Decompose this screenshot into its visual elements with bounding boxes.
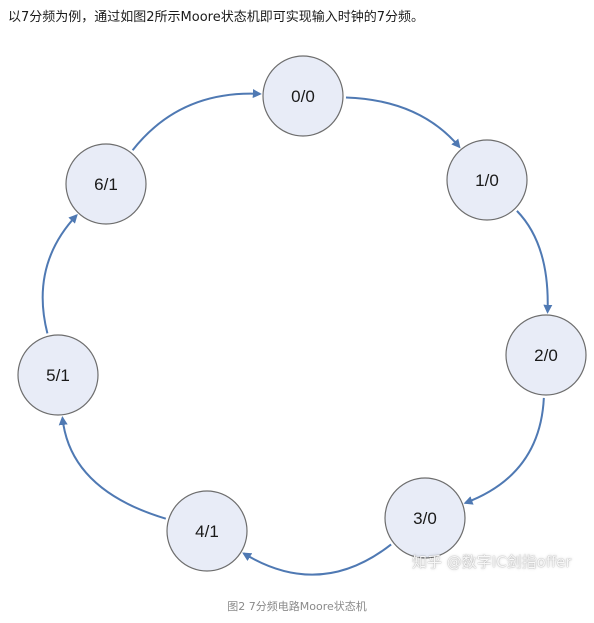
state-node-s6: 6/1 [65,143,147,225]
transition-arrow-s5-to-s6 [41,214,78,334]
watermark: 知乎 @数字IC剑指offer [412,553,572,571]
state-node-s2: 2/0 [505,314,587,396]
state-label: 6/1 [94,175,118,194]
state-label: 0/0 [291,87,315,106]
state-circle [446,139,528,221]
transition-arrow-s4-to-s5 [58,415,167,520]
state-label: 3/0 [413,509,437,528]
state-circle [262,55,344,137]
state-circle [166,490,248,572]
state-circle [65,143,147,225]
state-node-s4: 4/1 [166,490,248,572]
transition-arrows [41,89,553,576]
state-node-s1: 1/0 [446,139,528,221]
transition-arrow-s1-to-s2 [516,210,553,314]
transition-arrow-s2-to-s3 [463,397,545,505]
state-label: 1/0 [475,171,499,190]
state-label: 2/0 [534,346,558,365]
intro-paragraph: 以7分频为例，通过如图2所示Moore状态机即可实现输入时钟的7分频。 [8,10,424,25]
state-nodes: 0/0 1/0 2/0 3/0 4/1 5/1 6/1 [17,55,587,572]
state-circle [17,334,99,416]
state-label: 4/1 [195,522,219,541]
transition-arrow-s3-to-s4 [242,543,392,576]
state-node-s5: 5/1 [17,334,99,416]
transition-arrow-s0-to-s1 [345,96,461,149]
state-label: 5/1 [46,366,70,385]
state-node-s0: 0/0 [262,55,344,137]
state-node-s3: 3/0 [384,477,466,559]
state-circle [384,477,466,559]
transition-arrow-s6-to-s0 [131,89,262,151]
figure-caption: 图2 7分频电路Moore状态机 [227,600,367,613]
state-circle [505,314,587,396]
